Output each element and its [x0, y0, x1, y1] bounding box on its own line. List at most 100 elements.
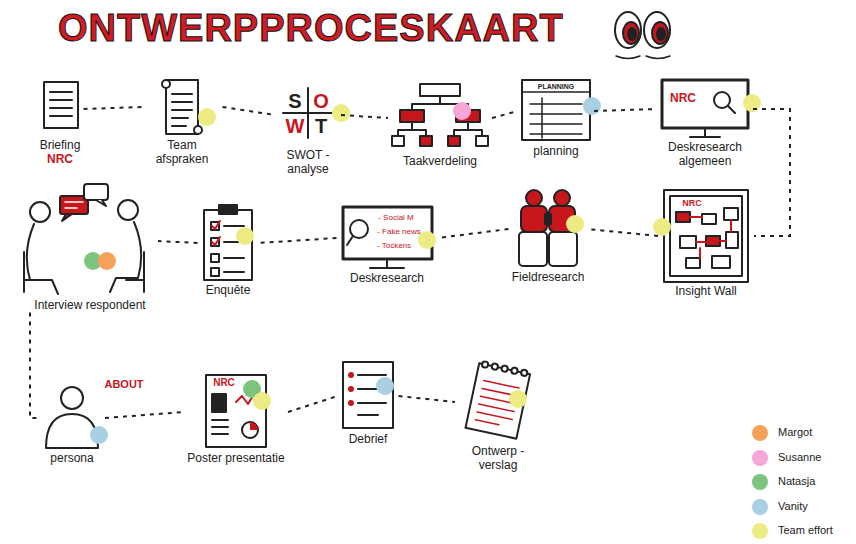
monitor-icon	[343, 207, 432, 259]
process-step: planning	[518, 78, 594, 158]
dashed-connector	[341, 115, 388, 118]
eyes-icon	[615, 12, 641, 48]
insight-wall-icon	[676, 212, 690, 222]
icon-space	[391, 82, 489, 154]
monitor-icon	[690, 128, 720, 137]
contributor-dots	[566, 215, 584, 233]
legend-text: Team effort	[778, 524, 833, 537]
clipboard-icon	[219, 205, 237, 214]
person-icon	[46, 414, 98, 448]
interview-icon	[27, 224, 58, 294]
icon-label: NRC	[670, 92, 696, 104]
diagram-title: ONTWERPPROCESKAART	[58, 8, 564, 50]
monitor-icon	[370, 259, 404, 268]
org-chart-icon	[398, 122, 482, 136]
step-label: Fieldresearch	[512, 270, 585, 284]
scroll-icon	[166, 80, 198, 134]
scroll-icon	[194, 126, 202, 134]
step-label: planning	[533, 144, 578, 158]
dashed-connector	[105, 412, 184, 418]
interview-icon	[30, 202, 50, 222]
notebook-icon	[491, 363, 498, 370]
legend-text: Vanity	[778, 500, 808, 513]
process-step: Fieldresearch	[509, 188, 588, 284]
scroll-icon	[162, 80, 170, 88]
person-icon	[46, 387, 98, 448]
process-step: Insight Wall	[658, 188, 754, 298]
icon-label: T	[315, 116, 327, 136]
poster-icon	[212, 394, 226, 412]
contributor-dots	[198, 108, 216, 126]
icon-label: NRC	[213, 378, 235, 388]
insight-wall-icon	[712, 256, 730, 268]
dashed-connector	[753, 109, 790, 236]
process-step: Poster presentatie	[184, 373, 288, 465]
icon-space	[40, 80, 80, 138]
interview-icon	[24, 184, 144, 294]
dashed-connector	[594, 109, 657, 111]
poster-icon	[206, 375, 266, 447]
monitor-icon	[728, 106, 735, 113]
step-label: Ontwerp - verslag	[458, 444, 538, 473]
insight-wall-icon	[670, 196, 742, 276]
dashed-connector	[223, 107, 276, 115]
notebook-icon	[482, 361, 489, 368]
legend-text: Natasja	[778, 475, 815, 488]
dashed-connector	[288, 396, 338, 412]
icon-space	[42, 385, 102, 451]
notebook-icon	[501, 365, 508, 372]
dashed-connector	[492, 111, 518, 118]
interview-icon	[118, 200, 138, 220]
document-icon	[44, 82, 78, 128]
scroll-icon	[172, 94, 192, 126]
step-label: Poster presentatie	[187, 451, 284, 465]
interview-icon	[62, 214, 72, 221]
eyes-icon	[644, 12, 670, 48]
insight-wall-icon	[664, 190, 748, 282]
dashed-connector	[588, 229, 659, 236]
icon-label: PLANNING	[538, 83, 575, 90]
process-step: BriefingNRC	[37, 80, 84, 167]
step-label: NRC	[47, 152, 73, 166]
process-step: Ontwerp - verslag	[455, 360, 541, 473]
icon-space	[517, 188, 579, 270]
step-label: Deskresearch	[350, 271, 424, 285]
contributor-dots	[653, 218, 671, 236]
notebook-icon	[465, 360, 530, 438]
list-icon	[348, 372, 354, 378]
binoculars-icon	[521, 206, 547, 232]
step-label: Taakverdeling	[403, 154, 477, 168]
contributor-dots	[98, 252, 116, 270]
poster-icon	[212, 420, 228, 434]
list-icon	[348, 386, 354, 392]
icon-label: - Fake news	[377, 228, 421, 236]
step-label: Briefing	[40, 138, 81, 152]
dashed-connector	[30, 312, 39, 418]
contributor-dots	[332, 104, 350, 122]
poster-icon	[242, 422, 258, 438]
icon-label: NRC	[682, 199, 702, 208]
process-step: SWOT - analyse	[275, 82, 341, 177]
monitor-icon	[662, 80, 748, 128]
clipboard-icon	[212, 221, 220, 245]
org-chart-icon	[448, 136, 460, 146]
list-icon	[343, 362, 393, 428]
contributor-dots	[84, 94, 761, 444]
insight-wall-icon	[690, 217, 731, 258]
document-icon	[50, 92, 72, 116]
icon-label: ABOUT	[104, 379, 143, 390]
insight-wall-icon	[680, 236, 696, 248]
clipboard-icon	[204, 210, 252, 280]
drawing-part	[24, 12, 748, 448]
org-chart-icon	[392, 84, 488, 146]
org-chart-icon	[420, 136, 432, 146]
icon-space	[660, 78, 750, 140]
clipboard-icon	[211, 268, 219, 276]
interview-icon	[126, 252, 144, 292]
insight-wall-icon	[726, 232, 738, 248]
legend-text: Margot	[778, 426, 812, 439]
dashed-connector	[438, 229, 509, 238]
process-step: Taakverdeling	[388, 82, 492, 168]
interview-icon	[84, 184, 108, 200]
